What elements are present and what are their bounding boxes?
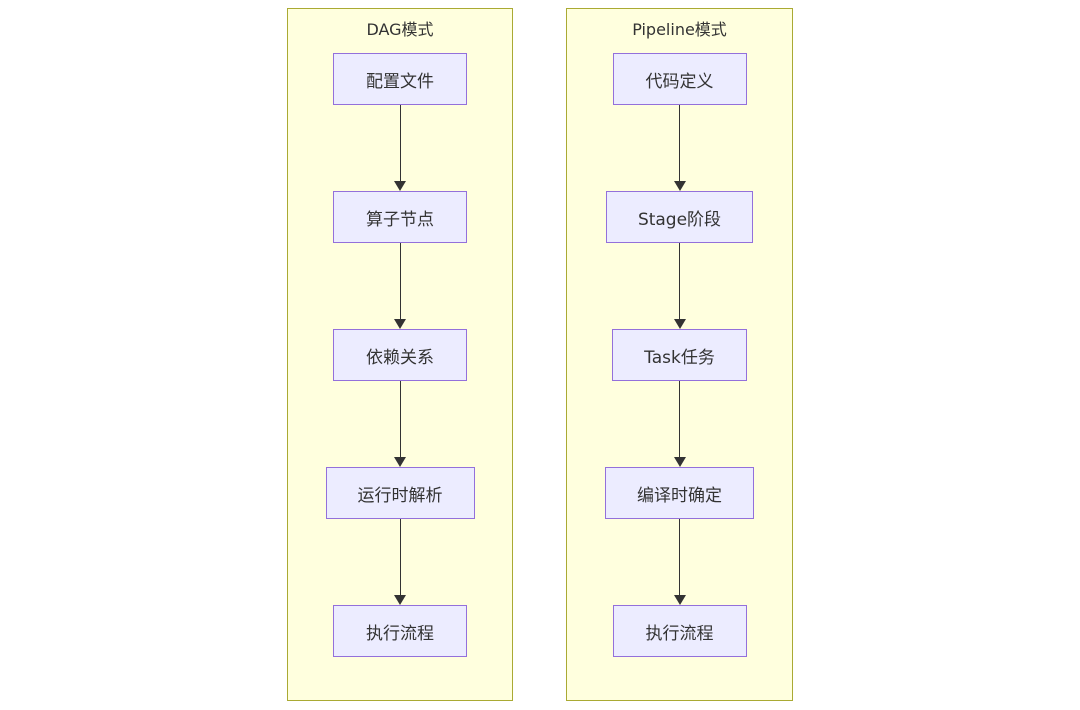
arrowhead-icon (673, 457, 686, 467)
arrow-line (399, 105, 401, 181)
arrow-line (399, 243, 401, 319)
arrow-connector (394, 519, 406, 605)
subgraph-dag: DAG模式 配置文件 算子节点 依赖关系 运行时解析 执行流程 (287, 8, 513, 701)
arrow-line (679, 105, 680, 181)
arrow-connector (673, 519, 686, 605)
arrowhead-icon (394, 181, 406, 191)
flow-node-dag-1: 配置文件 (333, 53, 467, 105)
arrow-line (399, 381, 401, 457)
flow-node-dag-3: 依赖关系 (333, 329, 467, 381)
subgraph-pipeline-title: Pipeline模式 (632, 20, 727, 39)
arrowhead-icon (394, 595, 406, 605)
arrow-connector (673, 243, 686, 329)
flow-node-pipeline-5: 执行流程 (612, 605, 747, 657)
arrow-connector (394, 105, 406, 191)
arrow-connector (673, 381, 686, 467)
arrow-line (399, 519, 401, 595)
arrow-connector (394, 243, 406, 329)
arrowhead-icon (394, 319, 406, 329)
arrow-line (679, 243, 680, 319)
arrow-line (679, 519, 680, 595)
flow-node-pipeline-1: 代码定义 (612, 53, 747, 105)
arrow-connector (394, 381, 406, 467)
arrowhead-icon (673, 319, 686, 329)
subgraph-pipeline: Pipeline模式 代码定义 Stage阶段 Task任务 编译时确定 执行流… (566, 8, 793, 701)
flow-node-dag-4: 运行时解析 (325, 467, 475, 519)
flow-node-dag-5: 执行流程 (333, 605, 467, 657)
arrowhead-icon (673, 181, 686, 191)
arrow-connector (673, 105, 686, 191)
flow-node-dag-2: 算子节点 (333, 191, 467, 243)
arrowhead-icon (394, 457, 406, 467)
arrowhead-icon (673, 595, 686, 605)
flow-node-pipeline-2: Stage阶段 (605, 191, 754, 243)
arrow-line (679, 381, 680, 457)
flow-node-pipeline-4: 编译时确定 (605, 467, 754, 519)
subgraph-dag-title: DAG模式 (366, 20, 434, 39)
flow-node-pipeline-3: Task任务 (612, 329, 747, 381)
